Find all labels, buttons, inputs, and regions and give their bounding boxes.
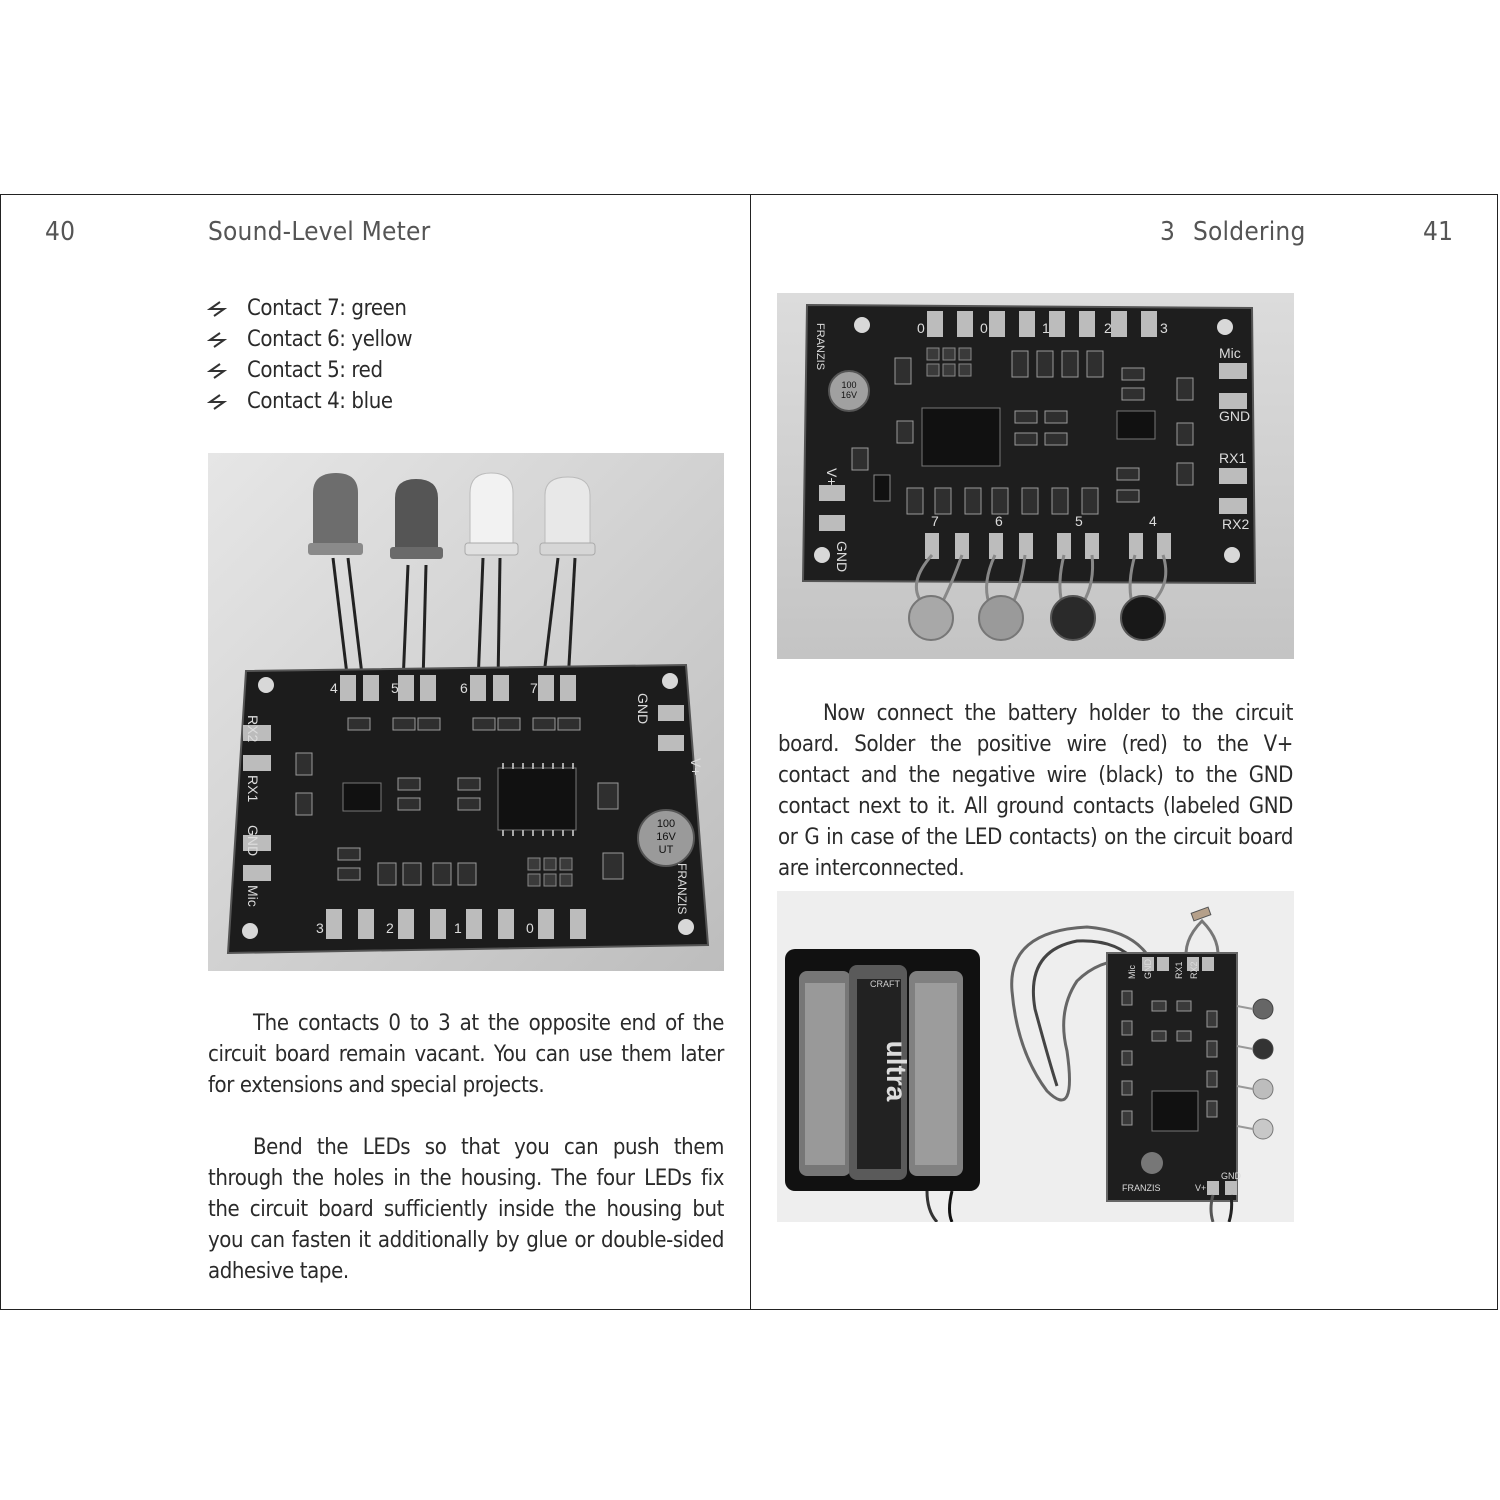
svg-text:16V: 16V [656,831,676,843]
battery-holder-photo: ultra CRAFT [777,891,1294,1222]
paragraph: The contacts 0 to 3 at the opposite end … [208,1011,724,1098]
book-spread: 40 Sound-Level Meter Contact 7: green Co… [0,194,1498,1310]
svg-text:UT: UT [659,844,674,856]
lightning-bullet-icon [207,362,228,379]
svg-text:GND: GND [1143,959,1153,980]
svg-text:GND: GND [834,541,850,572]
svg-text:Mic: Mic [1127,965,1137,979]
list-item: Contact 7: green [207,293,412,324]
running-title-left: Sound-Level Meter [208,217,431,247]
body-text-left: The contacts 0 to 3 at the opposite end … [208,1008,724,1287]
right-page: 3 Soldering 41 [751,195,1499,1309]
page-number-left: 40 [45,217,76,247]
svg-text:FRANZIS: FRANZIS [675,863,689,914]
paragraph: Now connect the battery holder to the ci… [778,701,1293,881]
batteries [799,965,963,1180]
page-divider [750,195,751,1309]
running-title-right: Soldering [1193,217,1306,247]
list-item: Contact 5: red [207,355,412,386]
page-number-right: 41 [1423,217,1454,247]
svg-text:100: 100 [841,380,856,390]
svg-text:CRAFT: CRAFT [870,979,900,989]
svg-text:RX2: RX2 [245,715,261,742]
soldered-leds [908,595,1166,641]
svg-text:0: 0 [917,320,925,336]
paragraph: Bend the LEDs so that you can push them … [208,1135,724,1284]
contact-list: Contact 7: green Contact 6: yellow Conta… [207,293,413,417]
battery-brand: ultra [881,1041,912,1102]
svg-text:FRANZIS: FRANZIS [1122,1183,1161,1193]
svg-text:GND: GND [1219,408,1250,424]
svg-text:RX1: RX1 [245,775,261,802]
led-board-photo: 100 16V UT 4 5 6 7 GND RX2 RX1 GND Mic V+ 3… [208,453,724,971]
svg-text:1: 1 [1042,320,1050,336]
led-group [308,472,596,559]
list-item: Contact 4: blue [207,386,412,417]
svg-text:5: 5 [1075,513,1083,529]
svg-text:V+: V+ [1195,1183,1206,1193]
svg-text:16V: 16V [841,390,857,400]
list-item: Contact 6: yellow [207,324,413,355]
chapter-number: 3 [1160,217,1176,247]
svg-text:Mic: Mic [245,885,261,907]
svg-text:2: 2 [1104,320,1112,336]
list-item-label: Contact 5: red [247,358,383,383]
body-text-right: Now connect the battery holder to the ci… [778,698,1293,884]
lightning-bullet-icon [207,300,228,317]
svg-text:6: 6 [460,680,468,696]
svg-text:RX2: RX2 [1222,516,1249,532]
list-item-label: Contact 7: green [247,296,407,321]
svg-text:6: 6 [995,513,1003,529]
svg-text:GND: GND [1221,1171,1242,1181]
svg-text:3: 3 [316,920,324,936]
list-item-label: Contact 6: yellow [247,327,413,352]
svg-text:7: 7 [530,680,538,696]
svg-text:FRANZIS: FRANZIS [814,323,826,370]
lightning-bullet-icon [207,331,228,348]
svg-text:Mic: Mic [1219,345,1241,361]
svg-text:0: 0 [980,320,988,336]
svg-text:GND: GND [245,825,261,856]
svg-text:2: 2 [386,920,394,936]
svg-text:0: 0 [526,920,534,936]
lightning-bullet-icon [207,393,228,410]
left-page: 40 Sound-Level Meter Contact 7: green Co… [1,195,750,1309]
svg-text:RX1: RX1 [1174,961,1184,979]
svg-text:RX2: RX2 [1189,961,1199,979]
svg-text:V+: V+ [824,468,840,486]
svg-text:5: 5 [391,680,399,696]
svg-text:4: 4 [1149,513,1157,529]
svg-text:3: 3 [1160,320,1168,336]
svg-text:RX1: RX1 [1219,450,1246,466]
svg-text:4: 4 [330,680,338,696]
svg-text:100: 100 [657,818,675,830]
svg-text:1: 1 [454,920,462,936]
svg-text:7: 7 [931,513,939,529]
list-item-label: Contact 4: blue [247,389,393,414]
svg-text:V+: V+ [688,758,704,776]
board-leds [1252,998,1274,1140]
svg-text:GND: GND [635,693,651,724]
